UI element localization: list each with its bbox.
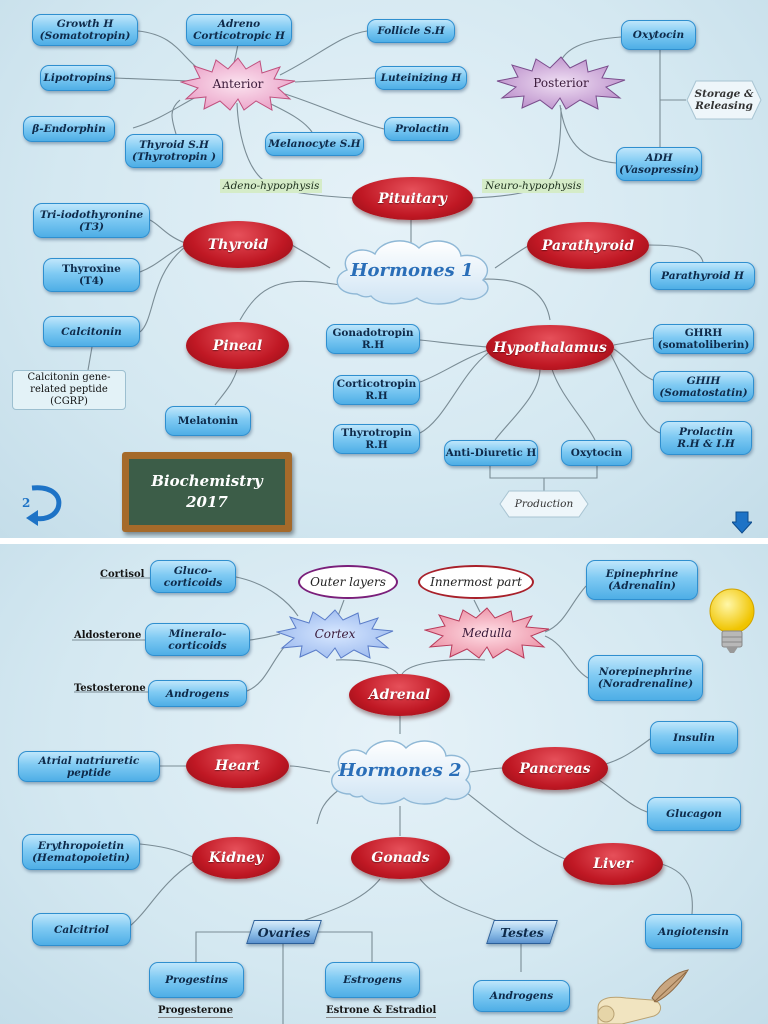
- adeno-hypophysis-tag: Adeno-hypophysis: [220, 179, 323, 193]
- kidney-node: Kidney: [192, 837, 280, 879]
- page-number: 2: [22, 496, 31, 510]
- androgens-cortex-box: Androgens: [148, 680, 247, 707]
- thyroid-node: Thyroid: [183, 221, 293, 268]
- ghih-box: GHIH(Somatostatin): [653, 371, 754, 402]
- thyroid-sh-box: Thyroid S.H(Thyrotropin ): [125, 134, 223, 168]
- adrenal-node: Adrenal: [349, 674, 450, 716]
- outer-layers-bubble: Outer layers: [298, 565, 398, 599]
- liver-node: Liver: [563, 843, 663, 885]
- norepinephrine-box: Norepinephrine(Noradrenaline): [588, 655, 703, 701]
- aldosterone-label: Aldosterone: [74, 630, 142, 641]
- calcitonin-box: Calcitonin: [43, 316, 140, 347]
- androgens-testes-box: Androgens: [473, 980, 570, 1012]
- melanocyte-sh-box: Melanocyte S.H: [265, 132, 364, 156]
- glucagon-box: Glucagon: [647, 797, 741, 831]
- epinephrine-box: Epinephrine(Adrenalin): [586, 560, 698, 600]
- anterior-starburst: Anterior: [180, 57, 296, 111]
- oxytocin-posterior-box: Oxytocin: [621, 20, 696, 50]
- growth-hormone-box: Growth H(Somatotropin): [32, 14, 138, 46]
- pineal-node: Pineal: [186, 322, 289, 369]
- luteinizing-h-box: Luteinizing H: [375, 66, 467, 90]
- heart-node: Heart: [186, 744, 289, 788]
- melatonin-box: Melatonin: [165, 406, 251, 436]
- neuro-hypophysis-tag: Neuro-hypophysis: [482, 179, 585, 193]
- pancreas-node: Pancreas: [502, 747, 608, 790]
- medulla-starburst: Medulla: [424, 607, 550, 659]
- production-label: Production: [499, 490, 589, 518]
- pituitary-node: Pituitary: [352, 177, 473, 220]
- parathyroid-node: Parathyroid: [527, 222, 649, 269]
- board-line-2: 2017: [186, 493, 228, 511]
- atrial-natriuretic-peptide-box: Atrial natriuretic peptide: [18, 751, 160, 782]
- quill-scroll-icon: [592, 968, 692, 1024]
- posterior-starburst: Posterior: [496, 56, 626, 110]
- panel-divider: [0, 538, 768, 544]
- cortisol-label: Cortisol: [100, 569, 145, 580]
- prolactin-box: Prolactin: [384, 117, 460, 141]
- mineralocorticoids-box: Mineralo-corticoids: [145, 623, 250, 656]
- cgrp-note: Calcitonin gene-related peptide(CGRP): [12, 370, 126, 410]
- loop-arrow-icon[interactable]: 2: [18, 480, 66, 528]
- erythropoietin-box: Erythropoietin(Hematopoietin): [22, 834, 140, 870]
- oxytocin-hypothalamus-box: Oxytocin: [561, 440, 632, 466]
- progesterone-label: Progesterone: [158, 1005, 233, 1018]
- follicle-sh-box: Follicle S.H: [367, 19, 455, 43]
- hypothalamus-node: Hypothalamus: [486, 325, 614, 370]
- insulin-box: Insulin: [650, 721, 738, 754]
- testosterone-label: Testosterone: [74, 683, 146, 694]
- board-line-1: Biochemistry: [151, 472, 263, 490]
- biochemistry-chalkboard: Biochemistry 2017: [122, 452, 292, 532]
- estrogens-box: Estrogens: [325, 962, 420, 998]
- ovaries-node: Ovaries: [250, 920, 318, 944]
- hormones-2-cloud: Hormones 2: [322, 734, 478, 806]
- anti-diuretic-h-box: Anti-Diuretic H: [444, 440, 538, 466]
- beta-endorphin-box: β-Endorphin: [23, 116, 115, 142]
- storage-releasing-label: Storage &Releasing: [686, 80, 762, 120]
- angiotensin-box: Angiotensin: [645, 914, 742, 949]
- calcitriol-box: Calcitriol: [32, 913, 131, 946]
- thyroxine-box: Thyroxine(T4): [43, 258, 140, 292]
- down-arrow-icon[interactable]: [730, 510, 754, 534]
- progestins-box: Progestins: [149, 962, 244, 998]
- ghrh-box: GHRH(somatoliberin): [653, 324, 754, 354]
- parathyroid-h-box: Parathyroid H: [650, 262, 755, 290]
- estrone-estradiol-label: Estrone & Estradiol: [326, 1005, 437, 1018]
- adh-vasopressin-box: ADH(Vasopressin): [616, 147, 702, 181]
- innermost-part-bubble: Innermost part: [418, 565, 534, 599]
- cortex-starburst: Cortex: [276, 609, 394, 659]
- hormones-1-cloud: Hormones 1: [327, 234, 497, 306]
- hormones-2-panel: Gluco-corticoids Mineralo-corticoids And…: [0, 544, 768, 1024]
- gonads-node: Gonads: [351, 837, 450, 879]
- tri-iodothyronine-box: Tri-iodothyronine(T3): [33, 203, 150, 238]
- testes-node: Testes: [490, 920, 554, 944]
- glucocorticoids-box: Gluco-corticoids: [150, 560, 236, 593]
- lipotropins-box: Lipotropins: [40, 65, 115, 91]
- light-bulb-icon: [706, 587, 758, 659]
